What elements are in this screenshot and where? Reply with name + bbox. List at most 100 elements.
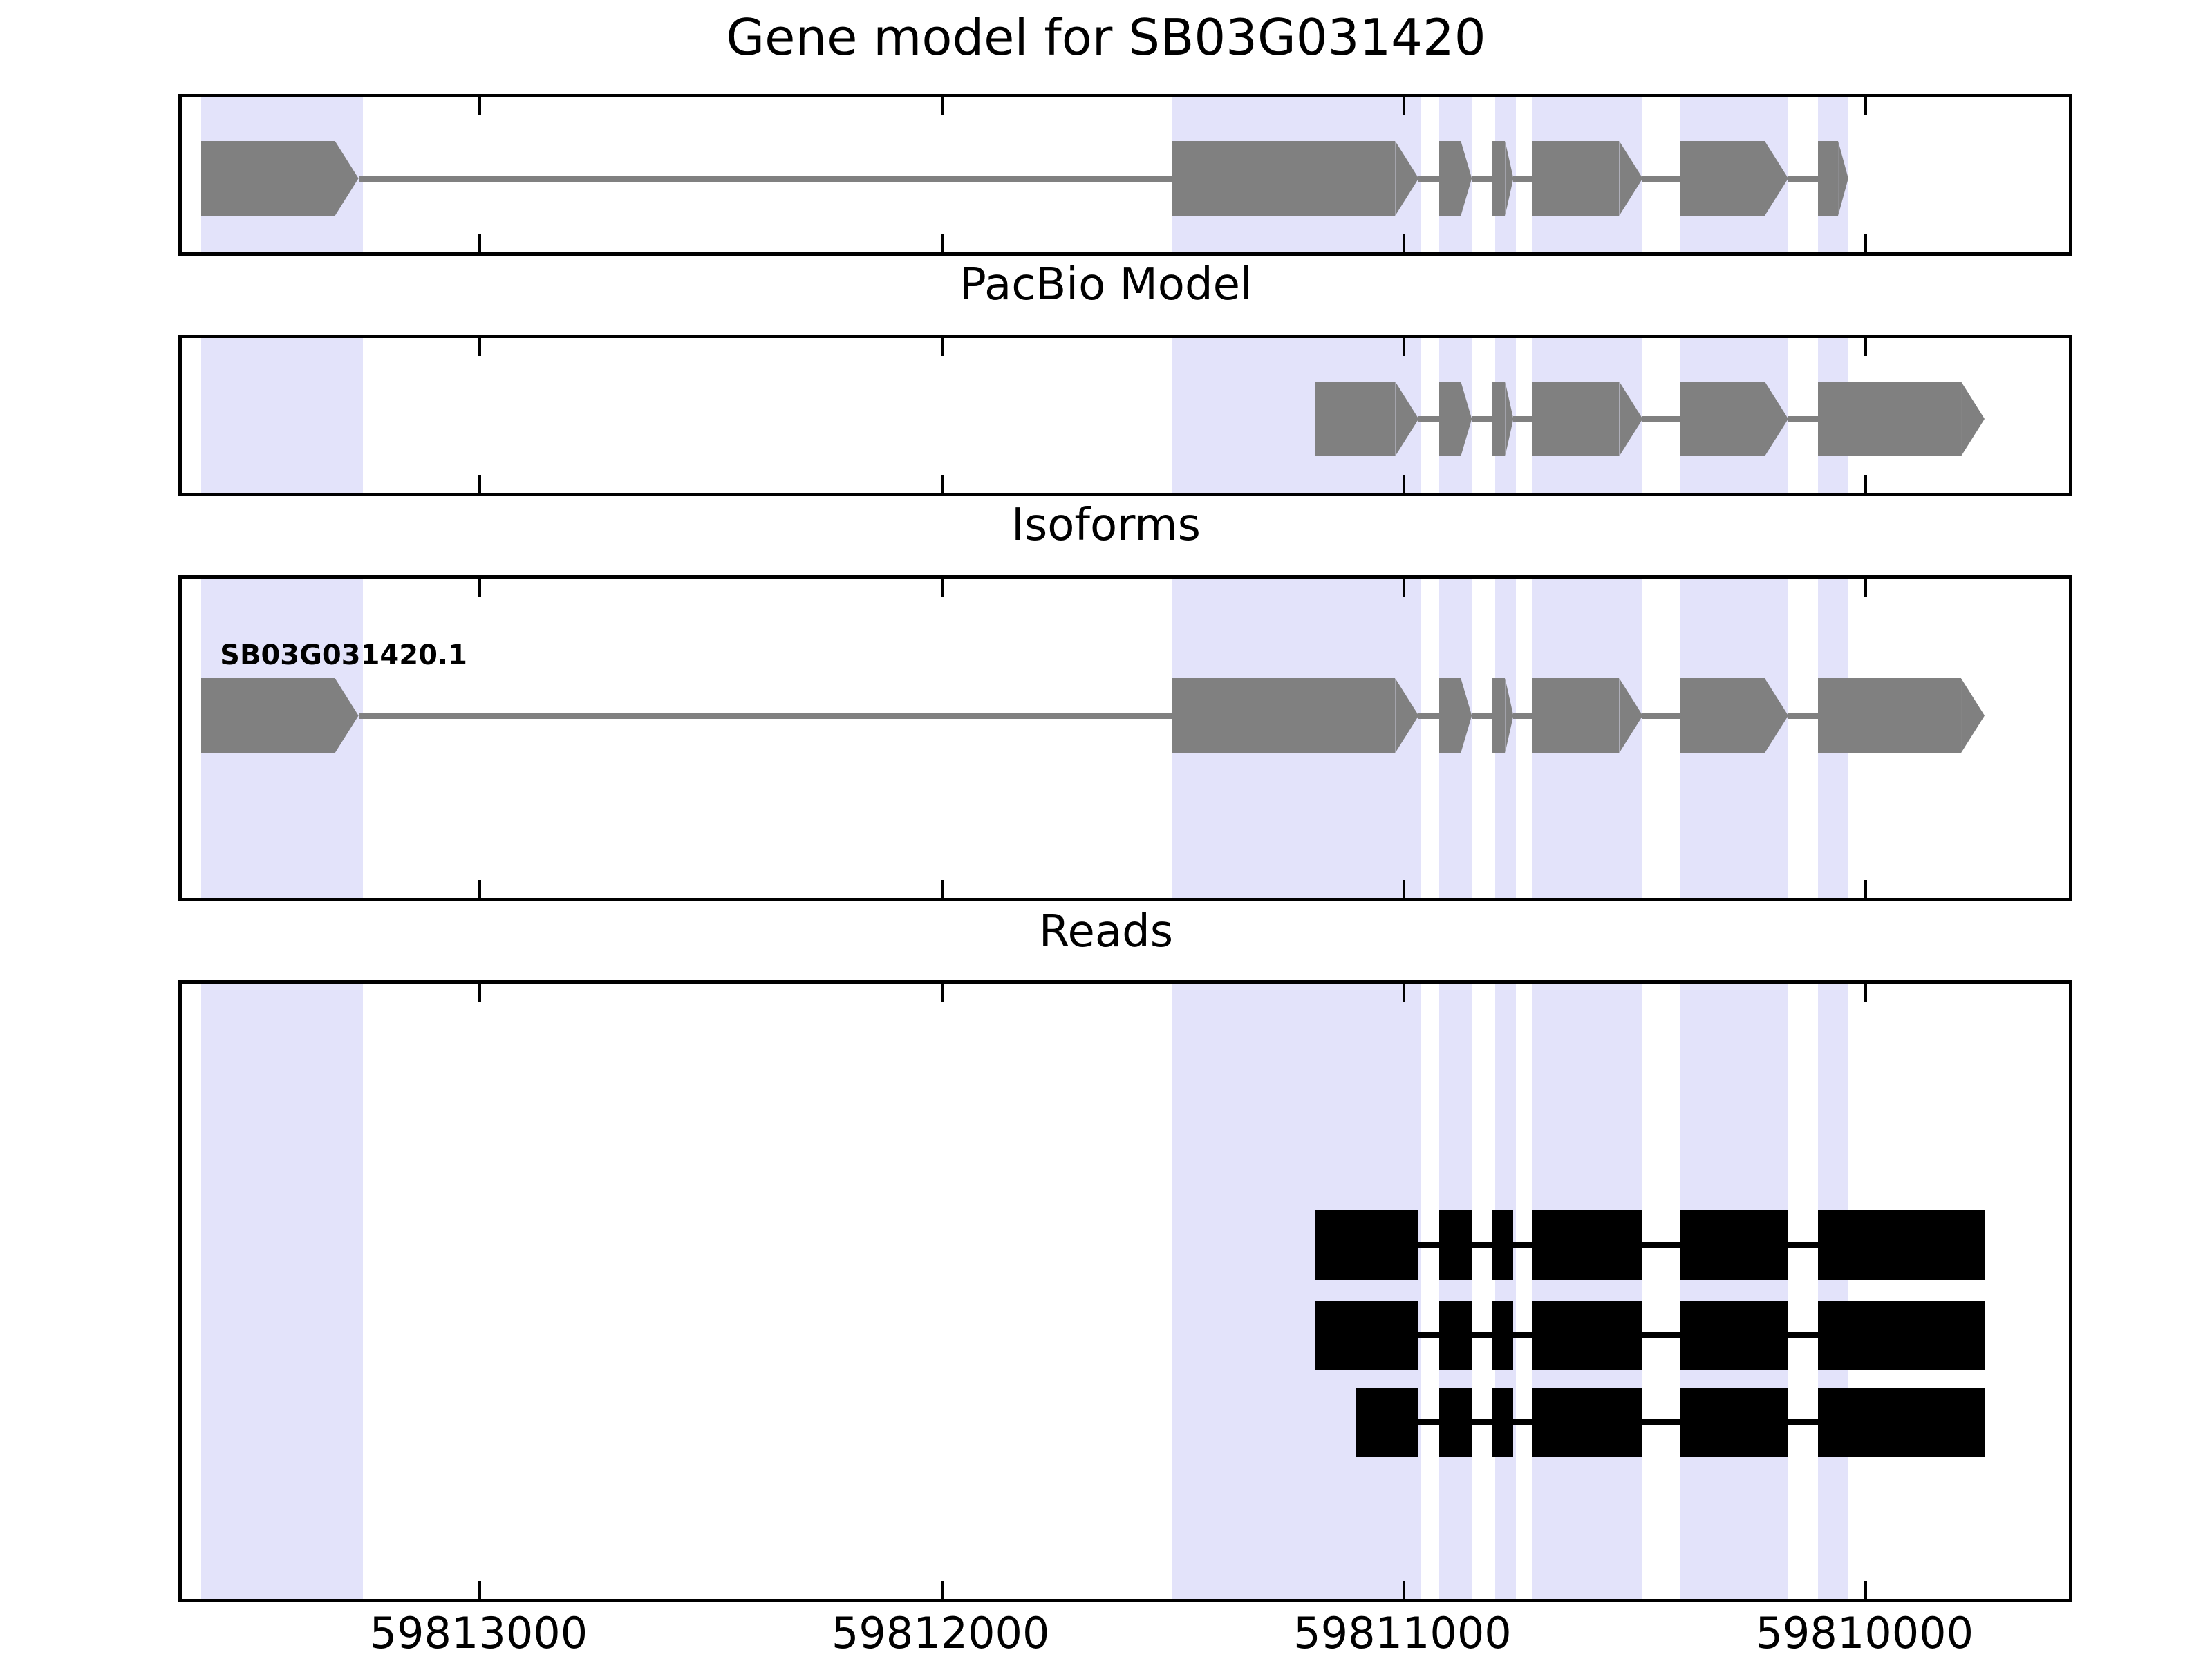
axis-tick (1864, 97, 1868, 115)
axis-tick (940, 234, 944, 252)
axis-tick (940, 1581, 944, 1599)
intron-line (1513, 1332, 1533, 1338)
axis-tick (940, 97, 944, 115)
axis-tick (1864, 984, 1868, 1002)
isoform-label: SB03G031420.1 (220, 639, 467, 672)
intron-line (1472, 1241, 1493, 1248)
exon-body (1818, 382, 1962, 456)
intron-line (1472, 175, 1493, 182)
axis-tick (1864, 880, 1868, 898)
intron-line (1642, 175, 1680, 182)
xtick-label: 59812000 (831, 1608, 1050, 1658)
exon-arrow (1439, 678, 1472, 753)
axis-tick (478, 880, 482, 898)
read-exon-block (1679, 1210, 1788, 1280)
xtick-label: 59813000 (369, 1608, 588, 1658)
intron-line (1642, 1419, 1680, 1425)
exon-arrowhead (1395, 141, 1419, 216)
highlight-band (1439, 984, 1472, 1599)
exon-body (1439, 382, 1461, 456)
axes-reads (178, 980, 2072, 1602)
exon-body (1679, 141, 1765, 216)
axis-tick (1402, 338, 1405, 356)
axis-tick (940, 579, 944, 597)
axis-tick (1864, 234, 1868, 252)
intron-line (358, 712, 1172, 719)
exon-arrowhead (1505, 678, 1514, 753)
read-exon-block (1439, 1387, 1472, 1457)
exon-arrow (1532, 141, 1643, 216)
axis-tick (1402, 880, 1405, 898)
exon-arrowhead (1619, 678, 1643, 753)
exon-arrow (201, 141, 359, 216)
intron-line (1642, 415, 1680, 422)
axes-gene_model (178, 94, 2072, 256)
exon-arrow (201, 678, 359, 753)
panel-title-reads: Reads (1038, 906, 1174, 957)
intron-line (1642, 1332, 1680, 1338)
intron-line (1418, 1419, 1440, 1425)
intron-line (1788, 1332, 1819, 1338)
intron-line (1513, 415, 1533, 422)
highlight-band (1171, 984, 1421, 1599)
exon-arrowhead (1619, 382, 1643, 456)
exon-arrow (1818, 678, 1985, 753)
exon-body (1492, 141, 1506, 216)
exon-arrowhead (1961, 382, 1985, 456)
intron-line (1472, 1332, 1493, 1338)
exon-arrowhead (1461, 382, 1472, 456)
intron-line (1788, 415, 1819, 422)
highlight-band (201, 338, 364, 493)
axis-tick (478, 234, 482, 252)
intron-line (1788, 175, 1819, 182)
exon-arrowhead (1461, 678, 1472, 753)
axis-tick (1402, 475, 1405, 493)
exon-body (1679, 678, 1765, 753)
exon-body (1439, 678, 1461, 753)
axis-tick (478, 579, 482, 597)
exon-body (201, 678, 335, 753)
read-exon-block (1818, 1210, 1985, 1280)
exon-body (1679, 382, 1765, 456)
read-exon-block (1818, 1300, 1985, 1370)
intron-line (1788, 1419, 1819, 1425)
exon-arrow (1532, 678, 1643, 753)
intron-line (1642, 1241, 1680, 1248)
read-exon-block (1439, 1210, 1472, 1280)
exon-arrow (1315, 382, 1419, 456)
exon-arrow (1439, 141, 1472, 216)
exon-arrowhead (1505, 382, 1514, 456)
exon-body (1818, 678, 1962, 753)
intron-line (1472, 1419, 1493, 1425)
axis-tick (940, 984, 944, 1002)
intron-line (1418, 712, 1440, 719)
axes-isoforms: SB03G031420.1 (178, 575, 2072, 901)
axis-tick (940, 475, 944, 493)
exon-arrow (1818, 141, 1848, 216)
axis-tick (1402, 97, 1405, 115)
axis-tick (1864, 475, 1868, 493)
exon-arrowhead (1395, 678, 1419, 753)
exon-arrowhead (335, 141, 359, 216)
exon-arrow (1492, 678, 1514, 753)
axis-tick (1402, 234, 1405, 252)
intron-line (1513, 175, 1533, 182)
highlight-band (1679, 984, 1788, 1599)
intron-line (1642, 712, 1680, 719)
exon-arrow (1679, 382, 1788, 456)
exon-body (1439, 141, 1461, 216)
highlight-band (1532, 984, 1643, 1599)
intron-line (1513, 1241, 1533, 1248)
read-exon-block (1492, 1300, 1514, 1370)
read-exon-block (1492, 1387, 1514, 1457)
intron-line (1788, 1241, 1819, 1248)
read-exon-block (1356, 1387, 1419, 1457)
exon-arrowhead (1764, 382, 1788, 456)
axis-tick (1864, 579, 1868, 597)
axis-tick (1402, 1581, 1405, 1599)
intron-line (1513, 712, 1533, 719)
exon-arrowhead (1505, 141, 1514, 216)
exon-arrowhead (1461, 141, 1472, 216)
axis-tick (478, 475, 482, 493)
